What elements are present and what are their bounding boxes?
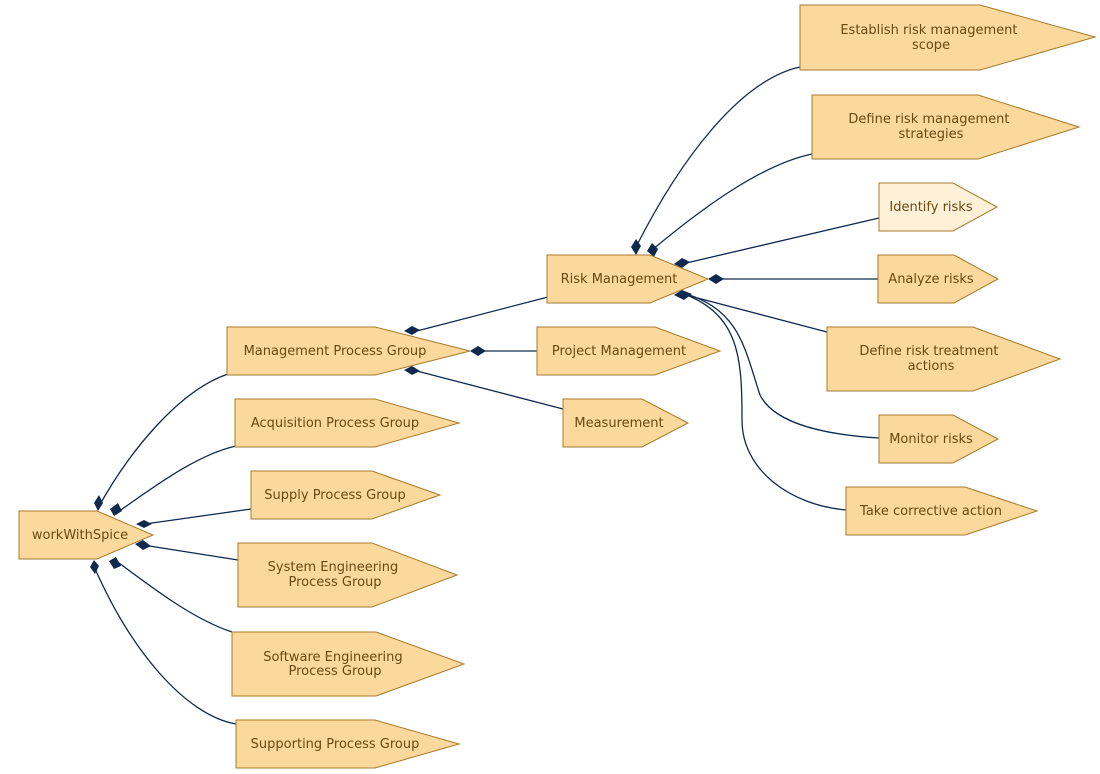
- diamond-risk-establish: [631, 239, 641, 255]
- diamond-management-project: [470, 346, 486, 356]
- node-risk-management[interactable]: Risk Management: [546, 254, 710, 304]
- edge-root-acquisition: [114, 445, 237, 515]
- diamond-risk-analyze: [708, 274, 724, 284]
- node-establish-scope-line1: Establish risk management: [840, 23, 1017, 38]
- node-establish-scope[interactable]: Establish risk management scope: [799, 4, 1097, 71]
- edges: [92, 66, 880, 725]
- edge-management-risk: [412, 296, 549, 333]
- node-identify-risks[interactable]: Identify risks: [878, 182, 999, 232]
- node-project-management[interactable]: Project Management: [536, 326, 722, 376]
- edge-risk-define-treatment: [689, 295, 828, 333]
- diamond-management-measurement: [404, 366, 420, 375]
- node-analyze-risks[interactable]: Analyze risks: [877, 254, 1000, 304]
- diamond-root-supply: [136, 520, 152, 528]
- node-measurement[interactable]: Measurement: [562, 398, 690, 448]
- node-identify-risks-label: Identify risks: [889, 200, 972, 215]
- composition-markers: [90, 239, 724, 574]
- edge-root-software-eng: [114, 559, 233, 633]
- node-root-label: workWithSpice: [32, 528, 128, 543]
- node-measurement-label: Measurement: [574, 416, 663, 431]
- edge-root-management: [97, 373, 229, 509]
- node-corrective-action[interactable]: Take corrective action: [845, 486, 1039, 536]
- node-monitor-risks[interactable]: Monitor risks: [878, 414, 1000, 464]
- node-supporting-group-label: Supporting Process Group: [251, 737, 420, 752]
- node-supply-group[interactable]: Supply Process Group: [250, 470, 442, 520]
- diamond-root-software-eng: [109, 557, 121, 569]
- diamond-risk-define-strategies: [647, 243, 658, 257]
- diamond-management-risk: [404, 326, 420, 335]
- node-supporting-group[interactable]: Supporting Process Group: [235, 719, 461, 769]
- node-define-treatment-label: Define risk treatment actions: [859, 344, 1002, 374]
- diamond-root-acquisition: [110, 503, 122, 516]
- edge-risk-identify: [681, 217, 880, 265]
- edge-risk-establish: [635, 66, 801, 248]
- node-acquisition-group-label: Acquisition Process Group: [251, 416, 419, 431]
- node-software-engineering-group-line1: Software Engineering: [263, 650, 402, 665]
- node-project-management-label: Project Management: [552, 344, 686, 359]
- node-software-engineering-group-label: Software Engineering Process Group: [263, 650, 407, 679]
- node-system-engineering-group-line1: System Engineering: [268, 560, 399, 575]
- node-corrective-action-label: Take corrective action: [859, 504, 1002, 519]
- node-acquisition-group[interactable]: Acquisition Process Group: [234, 398, 461, 448]
- node-define-treatment-line1: Define risk treatment: [859, 344, 998, 359]
- node-system-engineering-group[interactable]: System Engineering Process Group: [237, 542, 459, 608]
- node-define-strategies[interactable]: Define risk management strategies: [811, 94, 1081, 160]
- node-management-group[interactable]: Management Process Group: [226, 326, 471, 376]
- node-system-engineering-group-label: System Engineering Process Group: [268, 560, 403, 590]
- node-monitor-risks-label: Monitor risks: [889, 432, 973, 447]
- node-define-strategies-line2: strategies: [899, 127, 964, 142]
- node-establish-scope-label: Establish risk management scope: [840, 23, 1021, 53]
- node-software-engineering-group-line2: Process Group: [288, 664, 381, 679]
- diamond-root-supporting: [90, 560, 99, 574]
- node-define-strategies-label: Define risk management strategies: [848, 112, 1013, 142]
- node-define-treatment-line2: actions: [908, 359, 955, 374]
- diamond-risk-identify: [674, 258, 690, 268]
- node-define-treatment[interactable]: Define risk treatment actions: [826, 326, 1062, 392]
- diamond-root-management: [94, 495, 103, 511]
- node-analyze-risks-label: Analyze risks: [888, 272, 974, 287]
- node-supply-group-label: Supply Process Group: [264, 488, 405, 503]
- edge-root-system-eng: [142, 544, 239, 561]
- diamond-root-system-eng: [135, 540, 151, 550]
- diamond-risk-bottom: [674, 290, 692, 300]
- edge-risk-corrective: [683, 293, 847, 511]
- edge-risk-monitor: [685, 293, 880, 439]
- edge-management-measurement: [412, 369, 564, 410]
- node-establish-scope-line2: scope: [912, 38, 950, 53]
- node-system-engineering-group-line2: Process Group: [288, 575, 381, 590]
- edge-risk-define-strategies: [651, 153, 813, 251]
- node-software-engineering-group[interactable]: Software Engineering Process Group: [231, 631, 466, 697]
- edge-root-supporting: [92, 563, 237, 725]
- node-root[interactable]: workWithSpice: [18, 510, 155, 560]
- edge-root-supply: [144, 508, 252, 525]
- node-risk-management-label: Risk Management: [561, 272, 678, 287]
- node-management-group-label: Management Process Group: [244, 344, 427, 359]
- node-define-strategies-line1: Define risk management: [848, 112, 1009, 127]
